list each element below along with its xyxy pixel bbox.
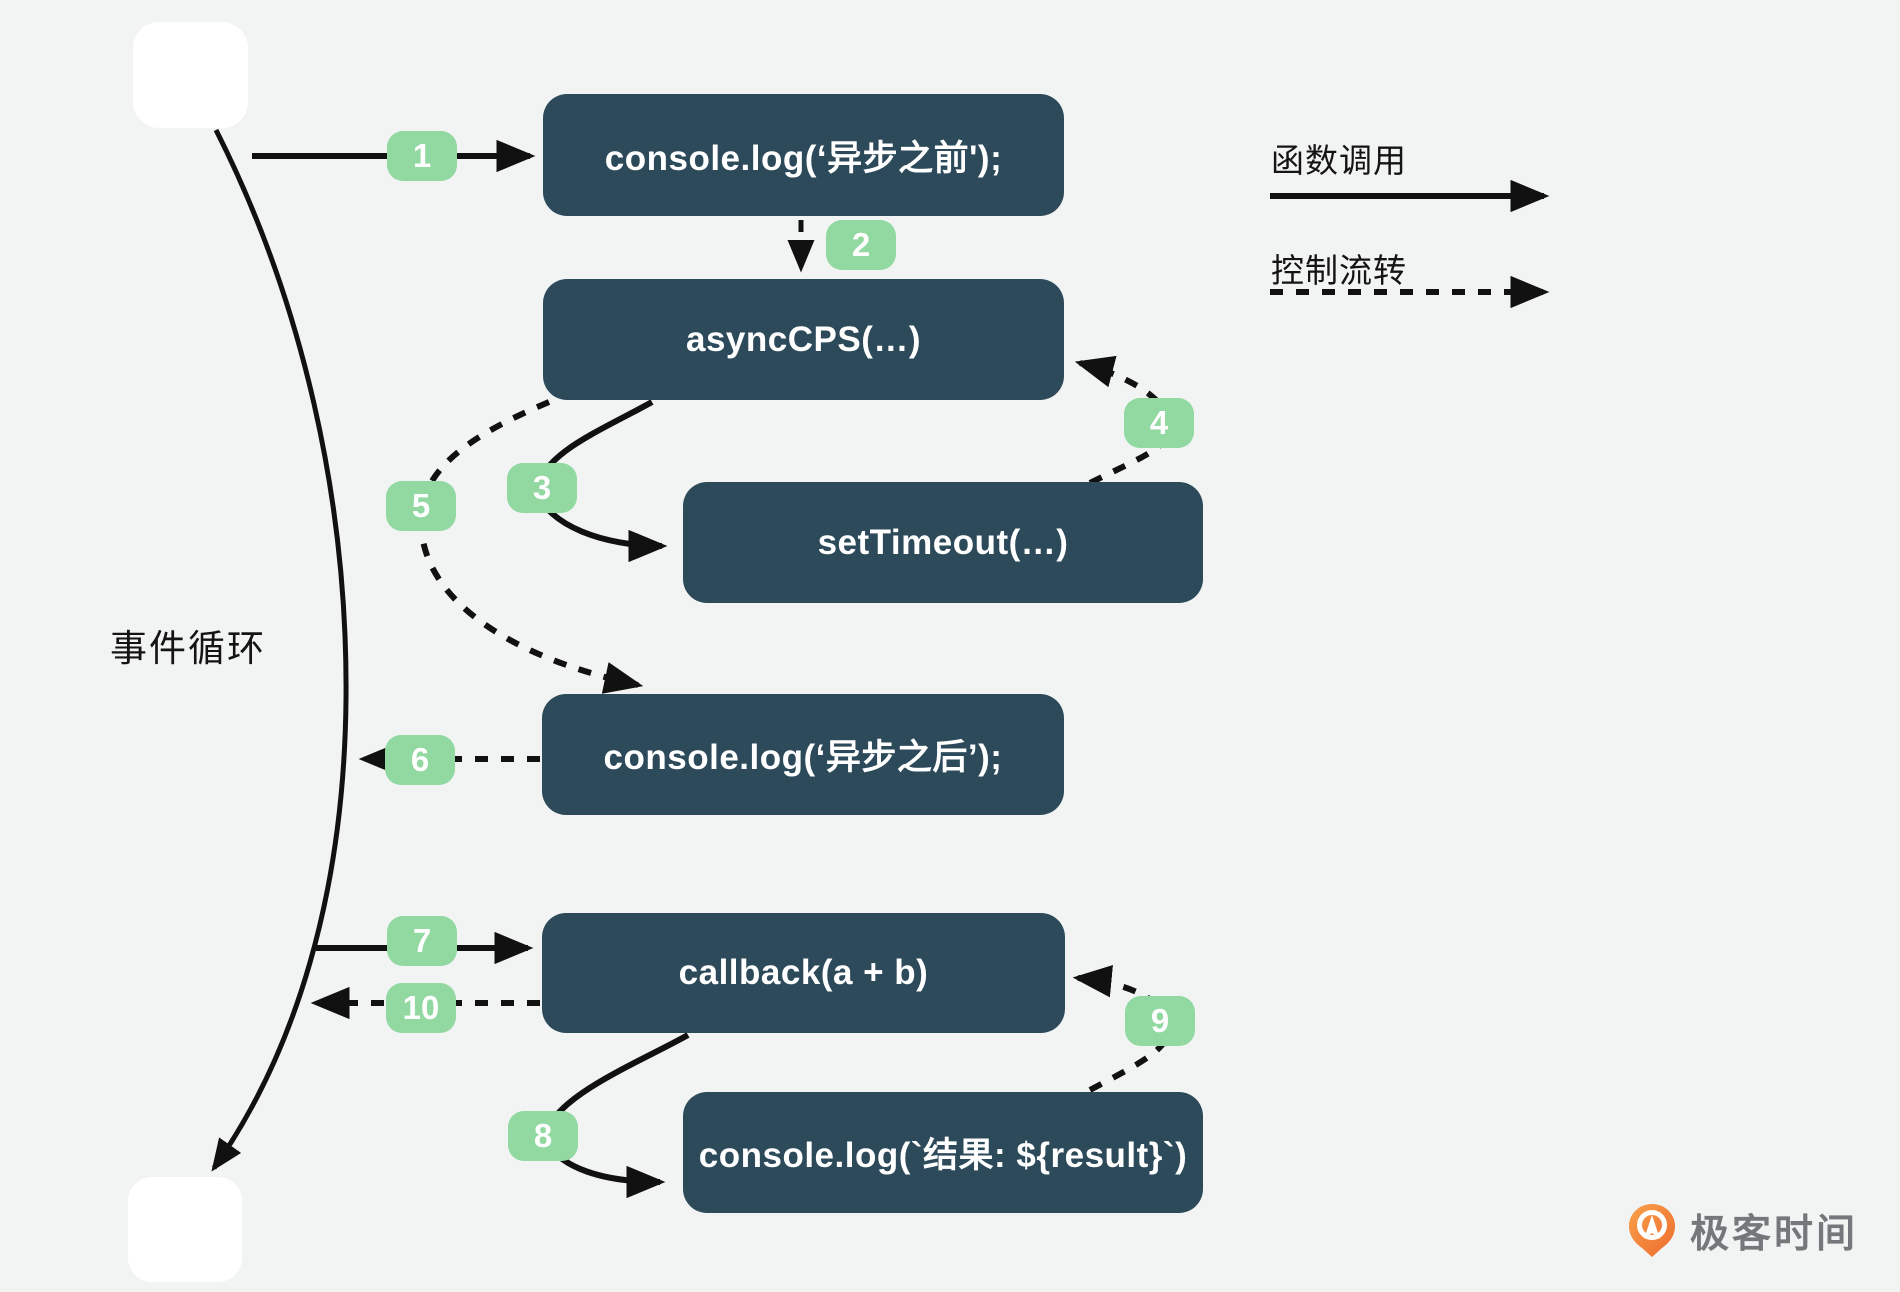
event-loop-curve — [211, 128, 349, 1172]
node-console-before: console.log(‘异步之前'); — [543, 94, 1064, 216]
step-badge-4: 4 — [1124, 398, 1194, 448]
node-console-result: console.log(`结果: ${result}`) — [683, 1092, 1203, 1213]
node-callback: callback(a + b) — [542, 913, 1065, 1033]
event-loop-end-node — [128, 1177, 242, 1282]
step-badge-9: 9 — [1125, 996, 1195, 1046]
node-setTimeout: setTimeout(…) — [683, 482, 1203, 603]
geektime-logo: 极客时间 — [1626, 1202, 1858, 1260]
step-badge-5: 5 — [386, 481, 456, 531]
step-badge-6: 6 — [385, 735, 455, 785]
node-asyncCPS: asyncCPS(…) — [543, 279, 1064, 400]
event-loop-label: 事件循环 — [110, 628, 266, 669]
step-badge-7: 7 — [387, 916, 457, 966]
node-console-after: console.log(‘异步之后’); — [542, 694, 1064, 815]
step-badge-8: 8 — [508, 1111, 578, 1161]
geektime-logo-icon — [1629, 1204, 1675, 1257]
step-badge-10: 10 — [386, 983, 456, 1033]
legend-control-flow-label: 控制流转 — [1271, 252, 1407, 289]
legend-function-call-label: 函数调用 — [1271, 142, 1407, 179]
event-loop-start-node — [133, 22, 248, 128]
step-badge-1: 1 — [387, 131, 457, 181]
step-badge-3: 3 — [507, 463, 577, 513]
geektime-logo-text: 极客时间 — [1690, 1213, 1859, 1256]
step-badge-2: 2 — [826, 220, 896, 270]
arrow-5-control-flow — [418, 399, 644, 694]
